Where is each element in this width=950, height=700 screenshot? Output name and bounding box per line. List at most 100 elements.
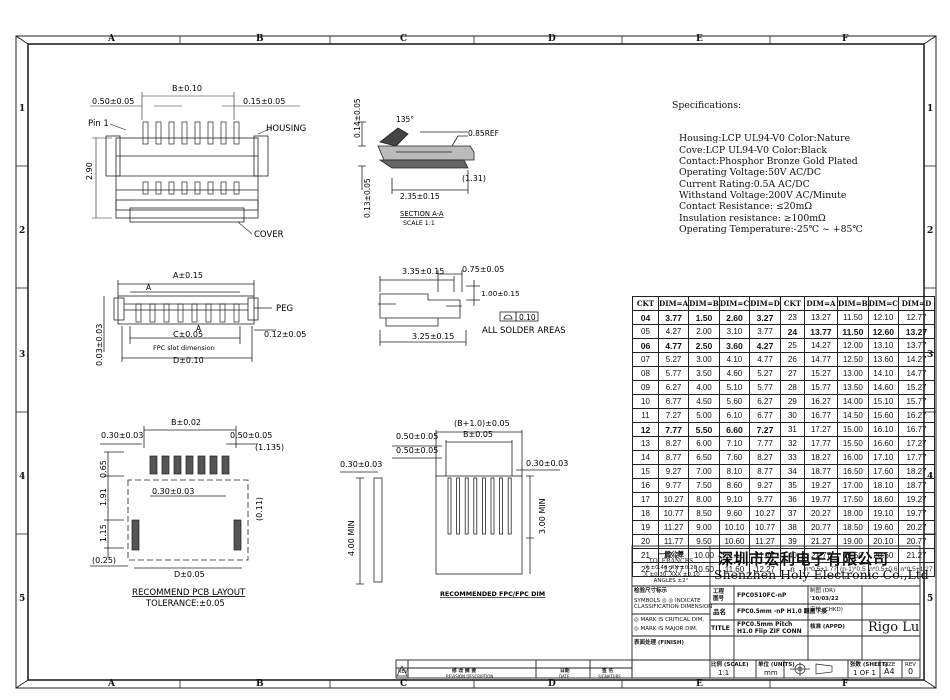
fpc-finger: [499, 477, 504, 535]
peg-label: PEG: [276, 304, 293, 314]
dim-table-cell: 17.77: [803, 436, 839, 451]
dim-table-cell: 09: [632, 380, 659, 395]
dim-table-cell: 13.10: [867, 338, 899, 353]
housing-pin: [233, 121, 240, 145]
front-pin: [219, 303, 226, 323]
dim-table-cell: 13.50: [837, 380, 869, 395]
dim-table-cell: 07: [632, 352, 659, 367]
tolerances-box: 一般公差 TOLERANCES X ±0.40 .XX ±0.20 .X ±0.…: [634, 548, 708, 585]
dim-table-cell: 6.77: [657, 394, 690, 409]
dim-table-cell: 13.27: [897, 324, 935, 339]
dim-table-cell: 7.77: [657, 422, 690, 437]
dim-table-cell: 7.27: [749, 422, 781, 437]
side-dim-100: 1.00±0.15: [481, 289, 520, 298]
pcb-pad: [161, 455, 170, 475]
side-dim-335: 3.35±0.15: [402, 267, 444, 276]
pcb-dim-030b: 0.30±0.03: [152, 487, 194, 496]
top-dim-pitch: 0.50±0.05: [92, 97, 134, 106]
dim-table-cell: 6.00: [688, 436, 720, 451]
dim-table-cell: 14.77: [897, 366, 935, 381]
finish-label: 表面处理 (FINISH): [634, 640, 684, 646]
part-label: 工程 图号: [713, 589, 725, 602]
dim-table-header: DIM=B: [688, 296, 720, 311]
pcb-title: RECOMMEND PCB LAYOUT: [132, 588, 246, 598]
pcb-pad: [173, 455, 182, 475]
drawn-label: 制图 (DR): [810, 588, 836, 594]
dim-table-cell: 28: [779, 380, 805, 395]
housing-pin-lower: [233, 181, 240, 195]
pcb-pad: [149, 455, 158, 475]
zone-label: 1: [19, 104, 26, 114]
fpc-dim-300: 3.00 MIN: [538, 498, 547, 534]
rev-col-sign: 签 名: [602, 669, 614, 674]
dim-table-cell: 15.10: [867, 394, 899, 409]
dim-table-cell: 14.60: [867, 380, 899, 395]
section-view: [358, 121, 475, 194]
dim-table-cell: 6.77: [749, 408, 781, 423]
zone-label: C: [400, 679, 408, 689]
dim-table-header: DIM=C: [867, 296, 899, 311]
dim-table-cell: 38: [779, 520, 805, 535]
dim-table-cell: n*0.5+1.77: [803, 562, 839, 577]
dim-table-header: DIM=D: [749, 296, 781, 311]
title-label: TITLE: [711, 625, 730, 632]
zone-label: F: [842, 679, 849, 689]
section-title: SECTION A-A: [400, 210, 444, 218]
dim-table-cell: 8.77: [657, 450, 690, 465]
pcb-pad: [221, 455, 230, 475]
top-dim-015: 0.15±0.05: [243, 97, 285, 106]
dim-table-cell: 21.27: [803, 534, 839, 549]
dim-table-cell: 6.27: [657, 380, 690, 395]
housing-pin-lower: [207, 181, 214, 195]
dim-table-cell: 16.27: [897, 408, 935, 423]
scale-value: 1:1: [718, 669, 730, 677]
top-dim-b: B±0.10: [172, 84, 202, 93]
rev-col-desc-en: REVISION DESCRIPTION: [446, 674, 494, 679]
dim-table-cell: 12.50: [837, 352, 869, 367]
pcb-pad: [185, 455, 194, 475]
dim-table-cell: n: [779, 562, 805, 577]
dim-table-cell: 7.00: [688, 464, 720, 479]
tol-line-2: .X ±0.30 .XXX ±0.10: [642, 571, 700, 578]
front-pin: [233, 303, 240, 323]
dim-table-cell: 17.77: [897, 450, 935, 465]
fpc-dim-050a: 0.50±0.05: [396, 432, 438, 441]
dim-table-cell: 14.10: [867, 366, 899, 381]
dim-table-header: DIM=A: [657, 296, 690, 311]
rev-label: REV: [905, 662, 917, 668]
dim-table-cell: 35: [779, 478, 805, 493]
company-name-en: Shenzhen Holy Electronic Co.,Ltd: [714, 567, 929, 582]
dim-table-cell: 3.60: [718, 338, 751, 353]
dim-table-cell: 14.27: [897, 352, 935, 367]
fpc-finger: [473, 477, 478, 535]
inspection-label: 检验尺寸标示: [634, 588, 668, 594]
dim-table-cell: 15.50: [837, 436, 869, 451]
dim-table-cell: 9.50: [688, 534, 720, 549]
dim-table-cell: 6.60: [718, 422, 751, 437]
dim-table-cell: 16.27: [803, 394, 839, 409]
sec-dim-013: 0.13±0.05: [363, 178, 372, 218]
dim-table-cell: n*0.5+0.6: [867, 562, 899, 577]
pcb-dim-065: 0.65: [99, 460, 108, 478]
sec-dim-131: (1.31): [462, 174, 486, 183]
pcb-dim-030: 0.30±0.03: [101, 431, 143, 440]
fpc-finger: [464, 477, 469, 535]
dim-table-cell: 13.27: [803, 310, 839, 325]
zone-label: 5: [19, 594, 26, 604]
fpc-dim-400: 4.00 MIN: [347, 520, 356, 556]
approve-label: 核准 (APPD): [810, 624, 845, 630]
housing-pin: [194, 121, 201, 145]
fpc-finger: [507, 477, 512, 535]
dim-table-header: DIM=B: [837, 296, 869, 311]
sec-dim-angle: 135°: [396, 115, 414, 124]
dim-table-cell: 16.77: [897, 422, 935, 437]
tolerances-en: TOLERANCES: [648, 558, 694, 565]
revision-triangle-icon: [396, 665, 408, 677]
dim-table-cell: 20.77: [803, 520, 839, 535]
zone-label: 3: [19, 350, 26, 360]
fpc-dim-b: B±0.05: [463, 430, 493, 439]
